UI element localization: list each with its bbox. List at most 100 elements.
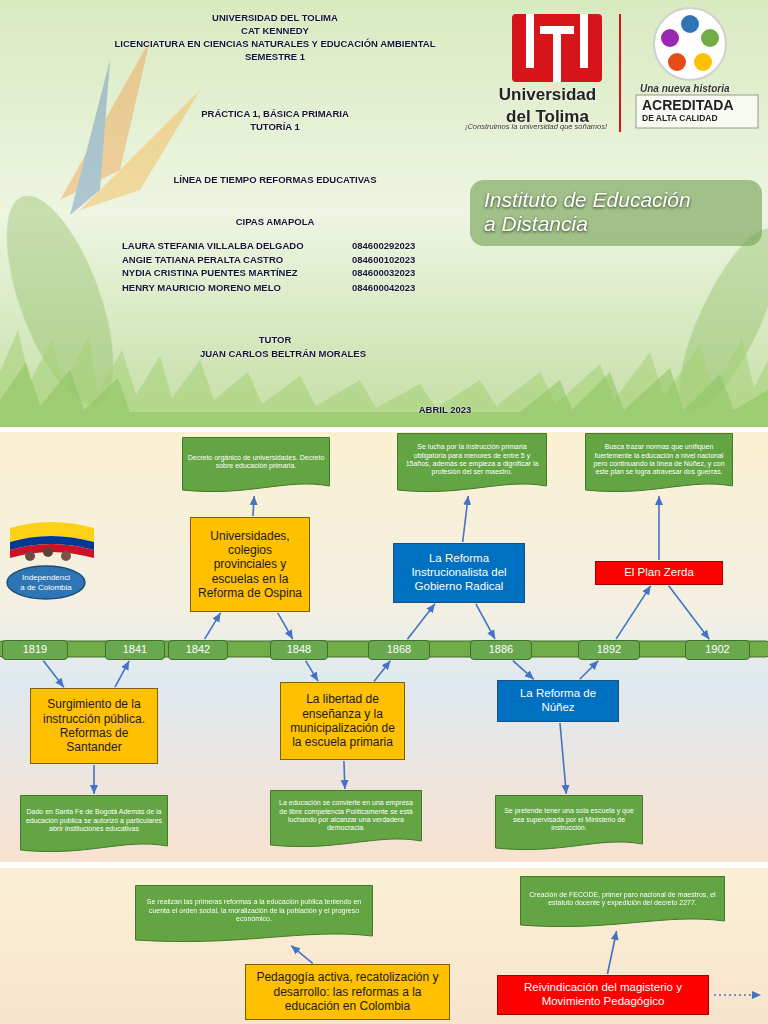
node-text: 1841: [123, 643, 147, 656]
note-callout: Creación de FECODE, primer paro nacional…: [520, 876, 725, 930]
arrow-connector: [560, 723, 566, 794]
logo-divider: [619, 14, 621, 132]
logo-dot: [681, 15, 699, 33]
note-callout: Se pretende tener una sola escuela y que…: [495, 795, 643, 853]
logo-slogan: Una nueva historia: [640, 82, 758, 95]
university-logo: [512, 14, 602, 82]
callout-shape: [521, 877, 725, 927]
arrow-connector: [476, 604, 495, 639]
member-code: 084600292023: [352, 240, 462, 252]
cover-ground: [0, 0, 768, 427]
arrow-connector: [580, 661, 599, 680]
node-text: 1902: [705, 643, 729, 656]
bottom-panel: [0, 868, 768, 1024]
header-text: TUTORÍA 1: [30, 121, 520, 133]
callout-shape: [398, 434, 547, 492]
node-text: 1868: [387, 643, 411, 656]
figure: [43, 547, 53, 557]
node-text: El Plan Zerda: [624, 566, 694, 580]
arrow-connector: [374, 661, 390, 681]
node-text: Universidades, colegios provinciales y e…: [195, 529, 305, 601]
node-text: La libertad de enseñanza y la municipali…: [285, 692, 400, 750]
arrow-connector: [343, 761, 346, 789]
logo-dot: [694, 53, 712, 71]
callout-shape: [586, 434, 733, 492]
grass-art: [0, 362, 768, 427]
logo-block: [512, 14, 602, 82]
header-text: SEMESTRE 1: [30, 51, 520, 63]
callout-shape: [496, 796, 643, 850]
member-name: LAURA STEFANIA VILLALBA DELGADO: [122, 240, 347, 252]
logo-dot: [661, 29, 679, 47]
arrow-connector: [291, 946, 313, 964]
arrow-connector: [513, 661, 534, 680]
arrow-connector: [607, 931, 616, 974]
date-text: ABRIL 2023: [345, 404, 545, 416]
node-text: Busca trazar normas que unifiquen fuerte…: [590, 443, 728, 477]
year-box: 1848: [270, 640, 328, 660]
node-text: Se lucha por la instrucción primaria obl…: [402, 443, 542, 477]
header-text: LICENCIATURA EN CIENCIAS NATURALES Y EDU…: [30, 38, 520, 50]
member-code: 084600032023: [352, 267, 462, 279]
arrow-connector: [93, 765, 95, 794]
logo-band: [636, 95, 758, 128]
arrow-connector: [253, 496, 254, 516]
year-box: 1841: [105, 640, 165, 660]
logo-cut: [526, 14, 534, 68]
group-name: CIPAS AMAPOLA: [30, 216, 520, 228]
arrow-connector: [205, 613, 221, 639]
note-callout: La educación se convierte en una empresa…: [270, 790, 422, 850]
note-callout: Decreto orgánico de universidades. Decre…: [182, 437, 330, 495]
arrow-connector: [463, 496, 468, 542]
year-box: 1819: [2, 640, 68, 660]
member-name: NYDIA CRISTINA PUENTES MARTÍNEZ: [122, 267, 347, 279]
node-text: 1819: [23, 643, 47, 656]
node-text: 1842: [186, 643, 210, 656]
member-name: HENRY MAURICIO MORENO MELO: [122, 282, 347, 294]
callout-shape: [183, 438, 330, 492]
title-text: LÍNEA DE TIEMPO REFORMAS EDUCATIVAS: [30, 174, 520, 186]
node-text: 1892: [597, 643, 621, 656]
header-text: CAT KENNEDY: [30, 25, 520, 37]
node-text: Se pretende tener una sola escuela y que…: [500, 807, 638, 832]
header-text: UNIVERSIDAD DEL TOLIMA: [30, 12, 520, 24]
node-text: Decreto orgánico de universidades. Decre…: [187, 454, 325, 471]
event-box: Reivindicación del magisterio y Movimien…: [497, 975, 709, 1015]
note-callout: Se lucha por la instrucción primaria obl…: [397, 433, 547, 495]
node-text: 1848: [287, 643, 311, 656]
callout-shape: [271, 791, 422, 847]
header-text: PRÁCTICA 1, BÁSICA PRIMARIA: [30, 108, 520, 120]
year-box: 1886: [470, 640, 532, 660]
arrow-connector: [407, 604, 435, 639]
arrow-connector: [115, 661, 129, 687]
figure: [25, 551, 35, 561]
logo-cut: [553, 26, 561, 82]
node-text: Se realizan las primeras reformas a la e…: [140, 898, 368, 923]
year-box: 1892: [578, 640, 640, 660]
note-callout-outline: [135, 885, 373, 945]
note-callout-outline: [20, 795, 168, 855]
logo-dot: [701, 29, 719, 47]
event-box: Pedagogía activa, recatolización y desar…: [245, 964, 450, 1020]
callout-shape: [21, 796, 168, 852]
arrow-connector: [43, 661, 64, 687]
continuation-line: [714, 994, 752, 996]
logo-name: DE ALTA CALIDAD: [642, 113, 758, 124]
picture-label: Independenci a de Colombia: [6, 565, 86, 600]
tutor-heading: TUTOR: [30, 334, 520, 346]
node-text: La Reforma de Núñez: [502, 687, 614, 715]
logo-cut: [580, 14, 588, 68]
callout-shape: [136, 886, 373, 942]
node-text: Pedagogía activa, recatolización y desar…: [250, 970, 445, 1013]
node-text: Reivindicación del magisterio y Movimien…: [502, 981, 704, 1009]
flag-picture: [10, 522, 94, 561]
tutor-name: JUAN CARLOS BELTRÁN MORALES: [38, 348, 528, 360]
figure: [61, 551, 71, 561]
institute-name: Instituto de Educación a Distancia: [484, 188, 700, 236]
arrow-connector: [616, 586, 651, 639]
note-callout-outline: [495, 795, 643, 853]
node-text: La Reforma Instrucionalista del Gobierno…: [398, 552, 520, 593]
title-patch: [470, 180, 762, 246]
